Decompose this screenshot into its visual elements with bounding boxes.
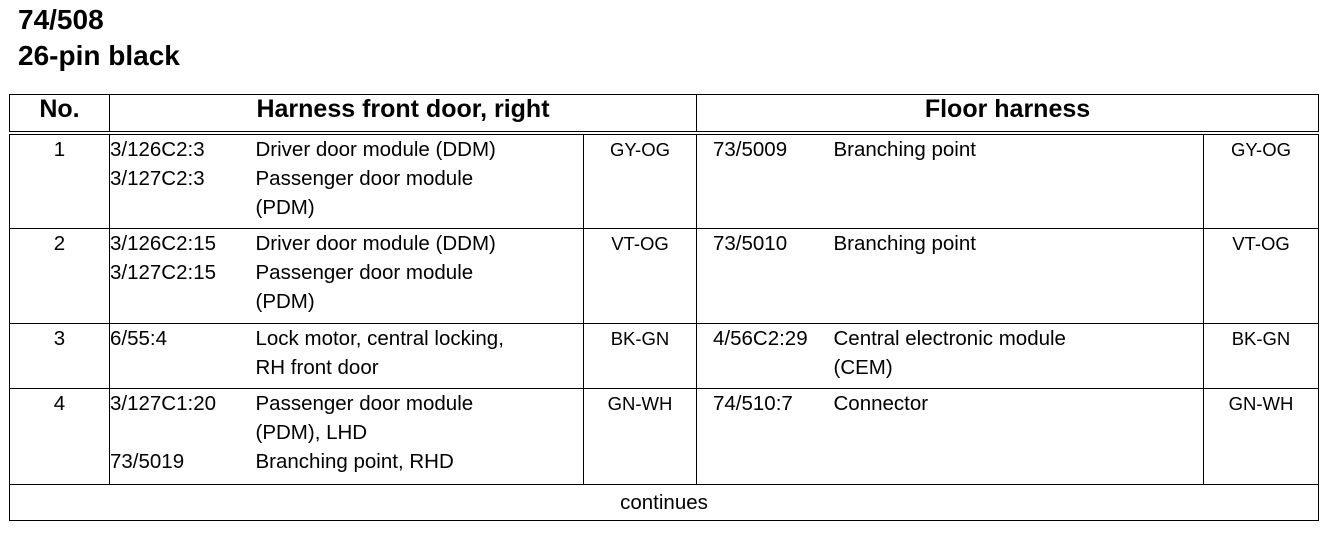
component-code: 73/5019: [110, 450, 185, 473]
floor-component-description: Central electronic module (CEM): [833, 323, 1204, 389]
component-code: 6/55:4: [110, 327, 168, 350]
front-component-description: Lock motor, central locking, RH front doo…: [255, 323, 584, 389]
component-description-line: Passenger door module: [255, 167, 474, 190]
component-description-line: Lock motor, central locking,: [255, 327, 504, 350]
header-floor: Floor harness: [695, 94, 1320, 135]
component-code: 4/56C2:29: [713, 327, 808, 350]
component-description-line: (CEM): [833, 356, 893, 379]
component-code: 3/127C2:15: [110, 261, 217, 284]
front-component-description: Driver door module (DDM) Passenger door m…: [255, 133, 584, 229]
front-wire-color: VT-OG: [583, 228, 697, 324]
component-description-line: Branching point: [833, 232, 976, 255]
floor-component-description: Branching point: [833, 133, 1204, 229]
component-description-line: (PDM): [255, 290, 315, 313]
component-description-line: RH front door: [255, 356, 379, 379]
component-code: 3/127C1:20: [110, 392, 217, 415]
front-component-code: 6/55:4: [109, 323, 256, 389]
line-spacer: [111, 193, 256, 222]
header-no: No.: [9, 94, 110, 135]
component-code: 3/126C2:15: [110, 232, 217, 255]
line-spacer: [713, 353, 834, 382]
floor-component-description: Connector: [833, 388, 1204, 485]
component-description-line: Passenger door module: [255, 392, 474, 415]
pin-number: 1: [9, 133, 110, 229]
front-component-code: 3/127C1:20 73/5019: [109, 388, 256, 485]
pin-number: 4: [9, 388, 110, 485]
component-description-line: (PDM), LHD: [255, 421, 368, 444]
line-spacer: [111, 287, 256, 316]
continues-note: continues: [8, 484, 1320, 521]
component-code: 3/126C2:3: [110, 138, 205, 161]
floor-wire-color: GY-OG: [1202, 133, 1320, 229]
table-header-row: No. Harness front door, right Floor harn…: [9, 94, 1320, 135]
floor-wire-color: VT-OG: [1202, 228, 1320, 324]
component-description-line: Connector: [833, 392, 929, 415]
line-spacer: [111, 353, 256, 382]
component-code: 73/5010: [713, 232, 788, 255]
component-description-line: Driver door module (DDM): [255, 232, 496, 255]
floor-component-code: 73/5009: [696, 133, 834, 229]
front-component-description: Passenger door module (PDM), LHD Branching…: [255, 388, 584, 485]
component-description-line: (PDM): [255, 196, 315, 219]
connector-id: 74/508: [18, 4, 104, 35]
front-wire-color: GY-OG: [583, 133, 697, 229]
component-description-line: Central electronic module: [833, 327, 1066, 350]
component-description-line: Branching point, RHD: [255, 450, 454, 473]
floor-component-code: 73/5010: [696, 228, 834, 324]
front-wire-color: BK-GN: [583, 323, 697, 389]
pin-number: 3: [9, 323, 110, 389]
component-code: 73/5009: [713, 138, 788, 161]
floor-component-description: Branching point: [833, 228, 1204, 324]
component-description-line: Branching point: [833, 138, 976, 161]
component-description-line: Passenger door module: [255, 261, 474, 284]
floor-wire-color: GN-WH: [1202, 388, 1320, 485]
front-component-code: 3/126C2:15 3/127C2:15: [109, 228, 256, 324]
floor-component-code: 74/510:7: [696, 388, 834, 485]
floor-component-code: 4/56C2:29: [696, 323, 834, 389]
component-code: 74/510:7: [713, 392, 793, 415]
floor-wire-color: BK-GN: [1202, 323, 1320, 389]
connector-description: 26-pin black: [18, 40, 180, 71]
front-component-description: Driver door module (DDM) Passenger door m…: [255, 228, 584, 324]
component-code: 3/127C2:3: [110, 167, 205, 190]
line-spacer: [111, 418, 256, 447]
header-front-door: Harness front door, right: [109, 94, 697, 135]
front-wire-color: GN-WH: [583, 388, 697, 485]
front-component-code: 3/126C2:3 3/127C2:3: [109, 133, 256, 229]
component-description-line: Driver door module (DDM): [255, 138, 496, 161]
pin-number: 2: [9, 228, 110, 324]
wiring-table: No. Harness front door, right Floor harn…: [8, 94, 1320, 521]
